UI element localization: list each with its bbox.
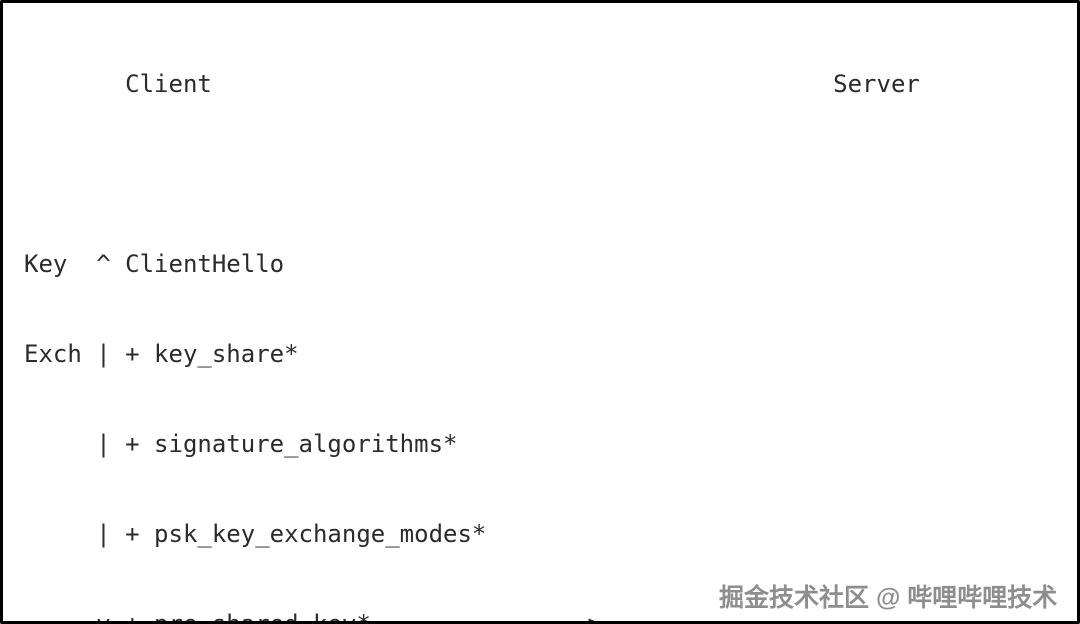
diagram-line-psk-key-exchange-modes: | + psk_key_exchange_modes* [24, 520, 487, 548]
diagram-line-signature-algorithms: | + signature_algorithms* [24, 430, 458, 458]
ascii-art-block: Client Server Key ^ ClientHello Exch | +… [24, 9, 1077, 624]
diagram-line-endpoint-headers: Client Server [24, 70, 920, 98]
diagram-line-blank [24, 159, 1077, 189]
diagram-line-pre-shared-key-arrow: v + pre_shared_key* --------> [24, 610, 602, 624]
diagram-line-clienthello: Key ^ ClientHello [24, 250, 285, 278]
diagram-line-key-share: Exch | + key_share* [24, 340, 299, 368]
